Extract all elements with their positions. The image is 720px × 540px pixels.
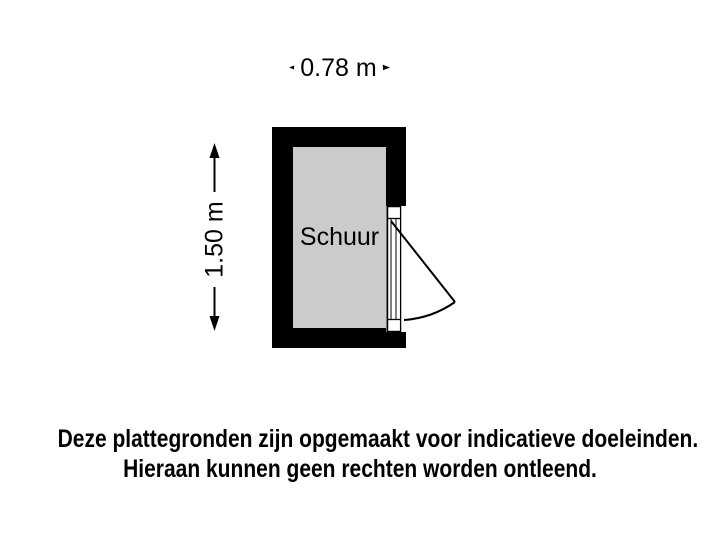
door-leaf-open [390, 220, 456, 303]
room-floor [293, 147, 386, 328]
height-dimension-label-pill: 1.50 m [197, 192, 233, 287]
disclaimer-text: Deze plattegronden zijn opgemaakt voor i… [0, 424, 720, 484]
door-swing-arc [403, 301, 456, 321]
arrow-up-icon [209, 143, 220, 158]
room-label: Schuur [299, 223, 380, 251]
width-dimension-label-pill: 0.78 m [294, 52, 383, 85]
width-dimension-label: 0.78 m [300, 54, 377, 82]
disclaimer-line-1: Deze plattegronden zijn opgemaakt voor i… [57, 425, 699, 453]
arrow-down-icon [209, 316, 220, 331]
disclaimer-line-2: Hieraan kunnen geen rechten worden ontle… [123, 455, 597, 483]
height-dimension-label: 1.50 m [200, 201, 229, 278]
door [386, 205, 456, 333]
